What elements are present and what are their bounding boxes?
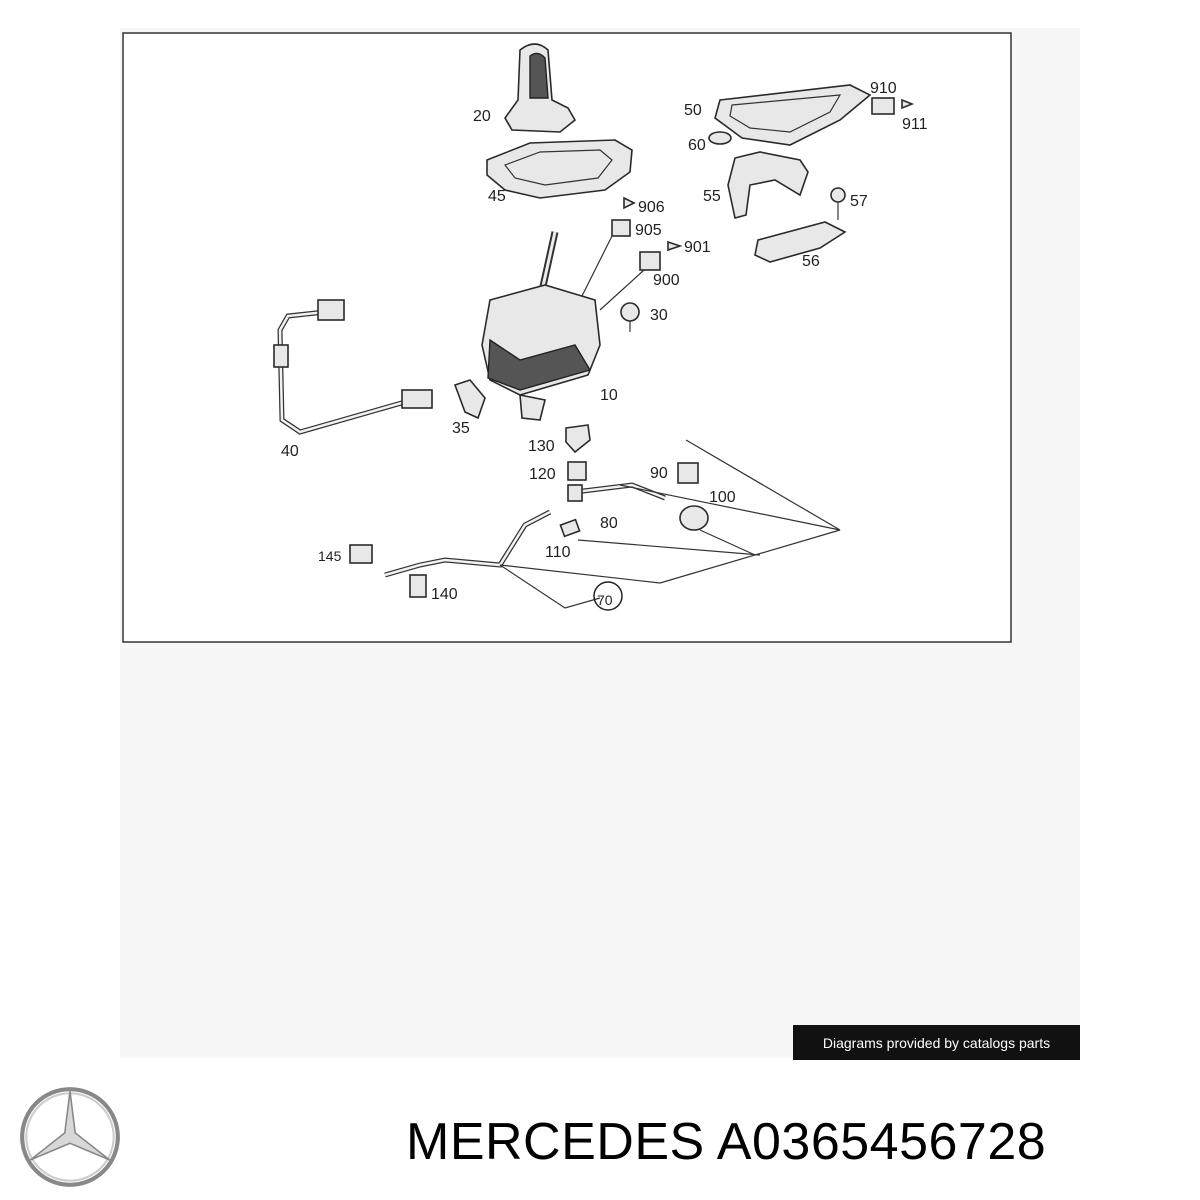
shift-knob-part xyxy=(504,43,577,133)
clip-140-part xyxy=(409,574,427,598)
clip-90-part xyxy=(677,462,699,484)
housing-part xyxy=(727,151,809,219)
bulb-part xyxy=(901,98,915,110)
bulb-holder-part xyxy=(871,97,895,115)
callout-905: 905 xyxy=(635,222,662,239)
bushing-120-part xyxy=(567,461,587,481)
callout-130: 130 xyxy=(528,438,555,455)
small-part-900 xyxy=(639,251,661,271)
gate-cover-part xyxy=(486,139,633,199)
callout-145: 145 xyxy=(318,548,342,564)
brand-part-number: MERCEDES A0365456728 xyxy=(406,1112,1046,1172)
callout-110: 110 xyxy=(545,544,571,561)
callout-35: 35 xyxy=(452,420,470,437)
callout-910: 910 xyxy=(870,80,897,97)
mount-100-part xyxy=(679,505,709,531)
callout-40: 40 xyxy=(281,443,299,460)
callout-45: 45 xyxy=(488,188,506,205)
callout-80: 80 xyxy=(600,515,618,532)
callout-circle-70 xyxy=(593,581,623,611)
callout-60: 60 xyxy=(688,137,706,154)
small-part-901 xyxy=(667,240,683,252)
callout-56: 56 xyxy=(802,253,820,270)
callout-50: 50 xyxy=(684,102,702,119)
callout-911: 911 xyxy=(902,116,928,133)
pin-110-part xyxy=(559,518,581,538)
callout-100: 100 xyxy=(709,489,736,506)
callout-57: 57 xyxy=(850,193,868,210)
credit-banner: Diagrams provided by catalogs parts xyxy=(793,1025,1080,1060)
small-part-906 xyxy=(623,196,636,210)
callout-140: 140 xyxy=(431,586,458,603)
small-part-905 xyxy=(611,219,631,237)
callout-120: 120 xyxy=(529,466,556,483)
trim-frame-part xyxy=(714,84,872,146)
bolt-30-part xyxy=(620,302,640,332)
callout-906: 906 xyxy=(638,199,665,216)
callout-90: 90 xyxy=(650,465,668,482)
cable-40-part xyxy=(273,299,433,435)
callout-10: 10 xyxy=(600,387,618,404)
callout-30: 30 xyxy=(650,307,668,324)
cap-130-part xyxy=(565,424,591,454)
callout-20: 20 xyxy=(473,108,491,125)
clip-35-part xyxy=(453,379,486,420)
screw-57-part xyxy=(830,187,846,220)
shifter-assembly-part xyxy=(481,231,601,421)
callout-70: 70 xyxy=(597,592,613,608)
part-number: A0365456728 xyxy=(716,1113,1047,1171)
callout-901: 901 xyxy=(684,239,711,256)
clip-145-part xyxy=(349,544,373,564)
brand-name: MERCEDES xyxy=(406,1113,705,1171)
callout-55: 55 xyxy=(703,188,721,205)
switch-part xyxy=(754,221,847,263)
ring-part xyxy=(708,131,732,145)
callout-900: 900 xyxy=(653,272,680,289)
mercedes-star-icon xyxy=(20,1087,120,1187)
